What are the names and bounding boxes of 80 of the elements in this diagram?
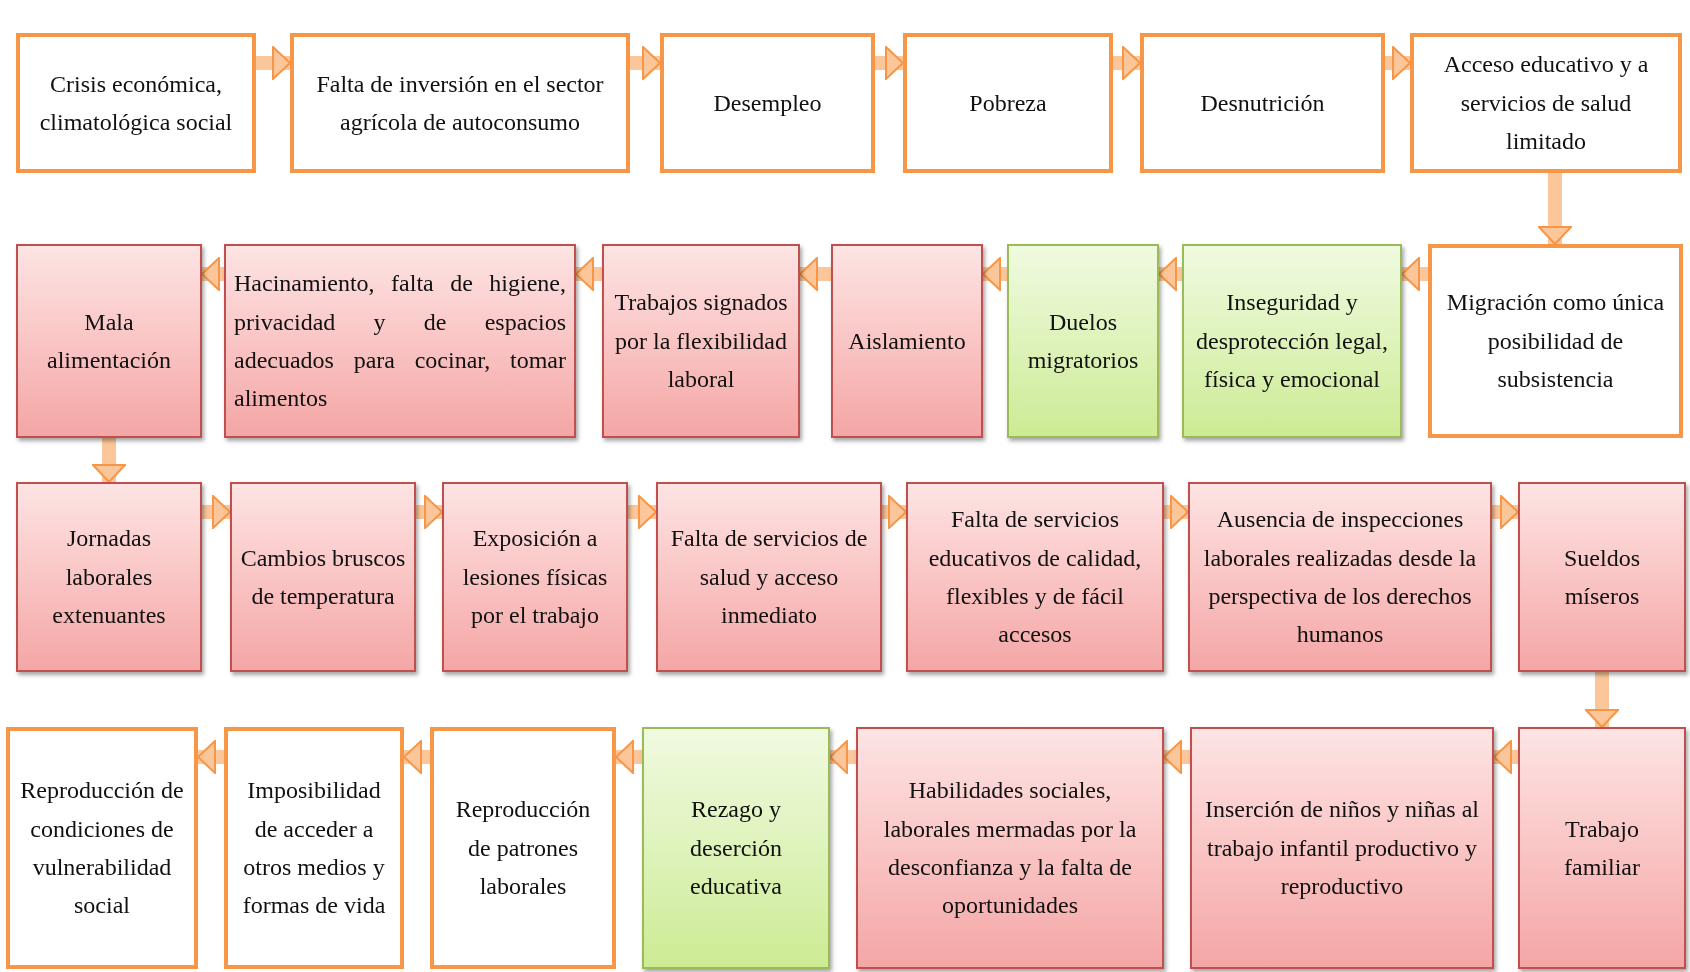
arrow <box>628 495 657 529</box>
arrow <box>1164 495 1189 529</box>
process-box <box>430 727 616 969</box>
box-text: Desempleo <box>713 88 822 118</box>
box-text: Aislamiento <box>848 326 966 356</box>
arrow <box>982 257 1007 291</box>
arrow <box>1113 46 1141 80</box>
process-box <box>224 244 576 438</box>
box-text: Falta de servicios de salud y acceso inmediato <box>669 524 869 631</box>
box-text: Acceso educativo y a servicios de salud limitado <box>1442 50 1650 157</box>
process-box <box>903 33 1113 173</box>
process-box <box>1140 33 1385 173</box>
process-box <box>1428 244 1683 438</box>
arrow <box>197 740 224 774</box>
box-text: Inseguridad y desprotección legal, física y emocional <box>1195 288 1389 395</box>
box-text: Cambios bruscos de temperatura <box>240 543 406 611</box>
box-text: Rezago y deserción educativa <box>689 795 783 902</box>
process-box <box>642 727 830 969</box>
arrow <box>403 740 430 774</box>
process-box <box>442 482 628 672</box>
arrow <box>882 495 907 529</box>
box-text: Trabajos signados por la flexibilidad laboral <box>613 288 789 395</box>
box-text: Desnutrición <box>1200 88 1325 118</box>
arrow <box>416 495 443 529</box>
arrow <box>1493 740 1518 774</box>
arrow <box>201 257 224 291</box>
process-box <box>6 727 198 969</box>
process-box <box>224 727 404 969</box>
arrow <box>875 46 904 80</box>
arrow <box>575 257 602 291</box>
process-box <box>1518 727 1686 969</box>
arrow <box>1385 46 1411 80</box>
process-box <box>16 33 256 173</box>
process-box <box>831 244 983 438</box>
process-box <box>1190 727 1494 969</box>
process-box <box>906 482 1164 672</box>
process-box <box>602 244 800 438</box>
box-text: Falta de servicios educativos de calidad, flexibles y de fácil accesos <box>927 505 1143 650</box>
box-text: Exposición a lesiones físicas por el trabajo <box>461 524 609 631</box>
process-box <box>16 482 202 672</box>
box-text: Jornadas laborales extenuantes <box>51 524 167 631</box>
arrow <box>1538 173 1572 245</box>
box-text: Imposibilidad de acceder a otros medios y formas de vida <box>241 776 387 921</box>
process-box <box>230 482 416 672</box>
process-box <box>656 482 882 672</box>
arrow <box>1401 257 1428 291</box>
box-text: Pobreza <box>969 88 1047 118</box>
process-box <box>1182 244 1402 438</box>
arrow <box>615 740 642 774</box>
process-box <box>16 244 202 438</box>
box-text: Reproducción de condiciones de vulnerabilidad social <box>19 776 185 921</box>
arrow <box>256 46 291 80</box>
process-box <box>1188 482 1492 672</box>
box-text: Ausencia de inspecciones laborales realizadas desde la perspectiva de los derechos humanos <box>1202 505 1478 650</box>
box-text: Hacinamiento, falta de higiene, privacidad y de espacios adecuados para cocinar, tomar alimentos <box>234 269 566 414</box>
process-box <box>1007 244 1159 438</box>
box-text: Crisis económica, climatológica social <box>38 69 234 137</box>
arrow <box>799 257 831 291</box>
process-box <box>1518 482 1686 672</box>
arrow <box>1163 740 1190 774</box>
box-text: Falta de inversión en el sector agrícola de autoconsumo <box>315 69 605 137</box>
process-box <box>1410 33 1682 173</box>
arrow <box>829 740 856 774</box>
arrow <box>1585 672 1619 728</box>
box-text: Sueldos míseros <box>1563 543 1641 611</box>
process-box <box>856 727 1164 969</box>
arrow <box>202 495 231 529</box>
arrow <box>1492 495 1519 529</box>
process-box <box>660 33 875 173</box>
box-text: Inserción de niños y niñas al trabajo infantil productivo y reproductivo <box>1204 795 1480 902</box>
box-text: Duelos migratorios <box>1026 307 1140 375</box>
box-text: Habilidades sociales, laborales mermadas por la desconfianza y la falta de oportunidades <box>882 776 1138 921</box>
box-text: Migración como única posibilidad de subsistencia <box>1445 288 1666 395</box>
box-text: Trabajo familiar <box>1563 814 1641 882</box>
arrow <box>92 438 126 483</box>
arrow <box>630 46 661 80</box>
box-text: Reproducción de patrones laborales <box>454 795 592 902</box>
box-text: Mala alimentación <box>46 307 172 375</box>
arrow <box>1158 257 1182 291</box>
process-box <box>290 33 630 173</box>
